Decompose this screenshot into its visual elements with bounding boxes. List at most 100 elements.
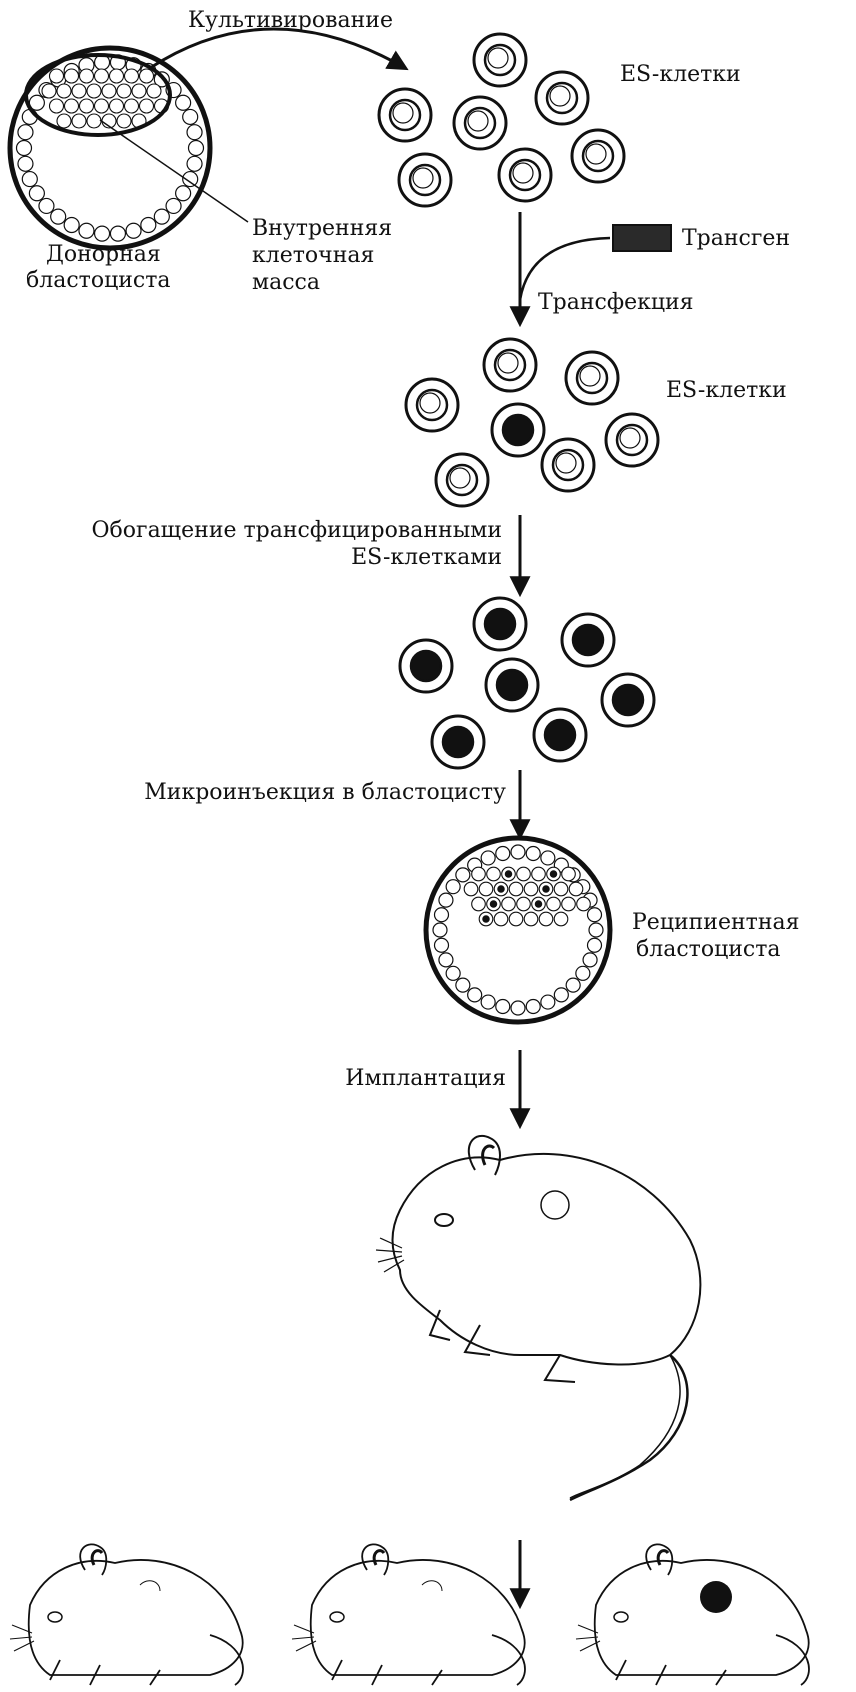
inner-cell — [95, 99, 109, 113]
es-cell-nucleus — [390, 100, 420, 130]
trophoblast-cell — [189, 141, 204, 156]
offspring-mice — [10, 1544, 809, 1685]
es-cell-transfected-nucleus — [613, 685, 643, 715]
es-cell-nucleus — [583, 141, 613, 171]
es-cell-nucleus — [547, 83, 577, 113]
recipient-blastocyst-label-line1: Реципиентная — [632, 910, 799, 935]
trophoblast-cell — [554, 988, 568, 1002]
trophoblast-cell — [176, 186, 191, 201]
inner-cell — [554, 882, 568, 896]
inner-cell — [539, 912, 553, 926]
inner-cell — [562, 867, 576, 881]
inner-cell — [517, 867, 531, 881]
transfected-cell-nucleus — [497, 885, 504, 892]
enrichment-label-line2: ES-клетками — [88, 545, 502, 570]
es-cells-group-transfected — [406, 339, 658, 506]
trophoblast-cell — [496, 846, 510, 860]
trophoblast-cell — [141, 217, 156, 232]
inner-cell — [502, 897, 516, 911]
transgene-label: Трансген — [682, 226, 790, 251]
trophoblast-cell — [481, 851, 495, 865]
trophoblast-cell — [51, 209, 66, 224]
es-cell-transfected-nucleus — [443, 727, 473, 757]
inner-cell — [72, 114, 86, 128]
es-cell-nucleus — [617, 425, 647, 455]
inner-cell — [117, 84, 131, 98]
inner-cell — [65, 99, 79, 113]
recipient-blastocyst — [426, 838, 610, 1022]
inner-cell — [102, 84, 116, 98]
trophoblast-cell — [576, 966, 590, 980]
trophoblast-cell — [433, 923, 447, 937]
foster-mother-mouse — [376, 1136, 700, 1500]
trophoblast-cell — [64, 217, 79, 232]
es-cell-nucleus — [553, 450, 583, 480]
trophoblast-cell — [456, 978, 470, 992]
inner-cell — [65, 69, 79, 83]
trophoblast-cell — [95, 226, 110, 241]
inner-cell — [577, 897, 591, 911]
es-cell-transfected-nucleus — [545, 720, 575, 750]
es-cells-group-untransfected — [379, 34, 624, 206]
trophoblast-cell — [526, 846, 540, 860]
cultivation-arrow — [150, 29, 405, 68]
inner-cell — [509, 912, 523, 926]
trophoblast-cell — [22, 172, 37, 187]
trophoblast-cell — [496, 1000, 510, 1014]
inner-cell — [80, 99, 94, 113]
trophoblast-cell — [446, 880, 460, 894]
es-cell-transfected-nucleus — [497, 670, 527, 700]
es-cells-mid-label: ES-клетки — [666, 378, 787, 403]
trophoblast-cell — [79, 223, 94, 238]
inner-cell — [50, 69, 64, 83]
transfected-cell-nucleus — [505, 870, 512, 877]
donor-blastocyst-label-line1: Донорная — [46, 242, 161, 267]
es-cell-transfected-nucleus — [503, 415, 533, 445]
trophoblast-cell — [18, 125, 33, 140]
transfected-cell-nucleus — [542, 885, 549, 892]
inner-cell — [479, 882, 493, 896]
inner-cell — [472, 897, 486, 911]
trophoblast-cell — [166, 198, 181, 213]
inner-cell — [57, 84, 71, 98]
trophoblast-cell — [29, 186, 44, 201]
inner-cell — [562, 897, 576, 911]
trophoblast-cell — [439, 893, 453, 907]
inner-cell — [532, 867, 546, 881]
es-cell-nucleus — [510, 160, 540, 190]
inner-cell — [110, 69, 124, 83]
trophoblast-cell — [468, 988, 482, 1002]
donor-blastocyst-label-line2: бластоциста — [26, 268, 171, 293]
es-cell-transfected-nucleus — [573, 625, 603, 655]
inner-cell — [87, 114, 101, 128]
trophoblast-cell — [541, 995, 555, 1009]
chimeric-offspring-mouse — [576, 1544, 809, 1685]
transfected-cell-nucleus — [482, 915, 489, 922]
transfection-label: Трансфекция — [538, 290, 694, 315]
trophoblast-cell — [588, 938, 602, 952]
trophoblast-cell — [154, 209, 169, 224]
es-cell-transfected-nucleus — [411, 651, 441, 681]
transfected-cell-nucleus — [550, 870, 557, 877]
trophoblast-cell — [110, 226, 125, 241]
es-cell-nucleus — [417, 390, 447, 420]
implantation-label: Имплантация — [300, 1066, 506, 1091]
es-cell-nucleus — [577, 363, 607, 393]
inner-cell — [57, 114, 71, 128]
trophoblast-cell — [589, 923, 603, 937]
inner-cell — [110, 99, 124, 113]
inner-cell — [50, 99, 64, 113]
es-cell-nucleus — [485, 45, 515, 75]
inner-cell — [472, 867, 486, 881]
inner-cell-mass-label-line3: масса — [252, 270, 320, 295]
es-cell-transfected-nucleus — [485, 609, 515, 639]
trophoblast-cell — [176, 95, 191, 110]
inner-cell-mass-label-line1: Внутренняя — [252, 216, 392, 241]
inner-cell — [524, 882, 538, 896]
inner-cell — [87, 84, 101, 98]
trophoblast-cell — [588, 908, 602, 922]
trophoblast-cell — [511, 1001, 525, 1015]
es-cells-top-label: ES-клетки — [620, 62, 741, 87]
inner-cell — [147, 84, 161, 98]
